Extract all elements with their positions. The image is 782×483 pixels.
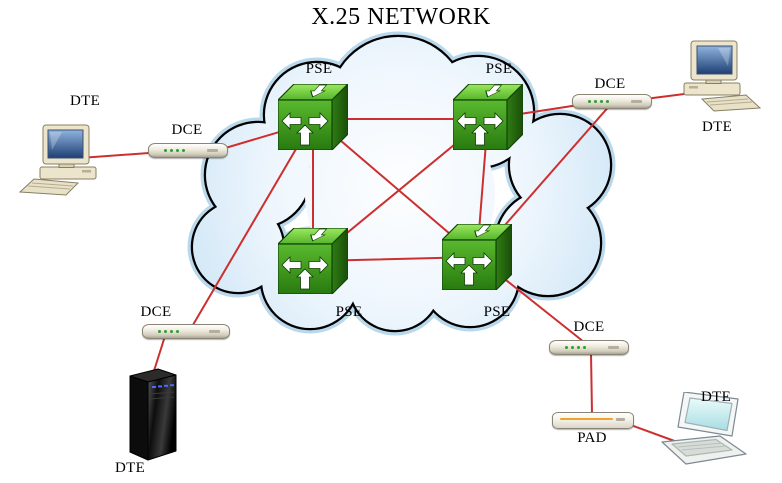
node-dce-bottom-left [142,324,230,339]
switch-arrows-icon [456,84,504,146]
dte-server-label: DTE [114,460,146,476]
packet-switch-cube-icon [441,223,513,291]
dce-left-label: DCE [171,122,203,138]
switch-arrows-icon [445,224,493,286]
modem-slot [616,418,625,421]
pse-bottom-right-label: PSE [483,304,511,320]
link-dce-bl-pse-tl [189,119,314,331]
modem-slot [209,330,220,333]
dte-top-right-label: DTE [701,119,733,135]
node-pse-top-right [452,83,524,155]
pse-top-left-label: PSE [305,61,333,77]
dce-bottom-right-label: DCE [573,319,605,335]
modem-led-icons [565,346,586,349]
desktop-computer-icon [18,124,97,196]
packet-switch-cube-icon [277,83,349,151]
pad-stripe [560,417,613,420]
server-led-icons [152,384,174,388]
desktop-computer-icon [683,40,762,112]
packet-switch-cube-icon [277,227,349,295]
pse-bottom-left-label: PSE [335,304,363,320]
switch-arrows-icon [281,228,329,290]
node-dte-top-right [676,36,762,121]
modem-slot [608,346,619,349]
node-pse-bottom-left [277,227,349,299]
dte-left-label: DTE [69,93,101,109]
diagram-title: X.25 NETWORK [311,4,491,30]
node-dte-left [18,120,104,205]
link-pad-dte-laptop [627,423,681,444]
node-dce-left [148,143,228,158]
modem-led-icons [588,100,609,103]
node-dce-top-right [572,94,652,109]
link-dce-br-pad [590,352,593,415]
dce-bottom-left-label: DCE [140,304,172,320]
laptop-icon [661,391,747,465]
network-cloud [187,31,616,336]
node-dce-bottom-right [549,340,629,355]
modem-slot [631,100,642,103]
node-pad [552,412,634,429]
packet-switch-cube-icon [452,83,524,151]
modem-slot [207,149,218,152]
node-dte-laptop [656,391,748,475]
modem-led-icons [158,330,179,333]
pad-label: PAD [577,430,607,446]
node-pse-top-left [277,83,349,155]
dce-top-right-label: DCE [594,76,626,92]
server-tower-icon [129,368,177,461]
switch-arrows-icon [281,84,329,146]
node-dte-server [116,366,188,467]
link-dce-bl-dte-server [152,335,166,375]
modem-led-icons [164,149,185,152]
node-pse-bottom-right [441,223,513,295]
dte-laptop-label: DTE [700,389,732,405]
pse-top-right-label: PSE [485,61,513,77]
